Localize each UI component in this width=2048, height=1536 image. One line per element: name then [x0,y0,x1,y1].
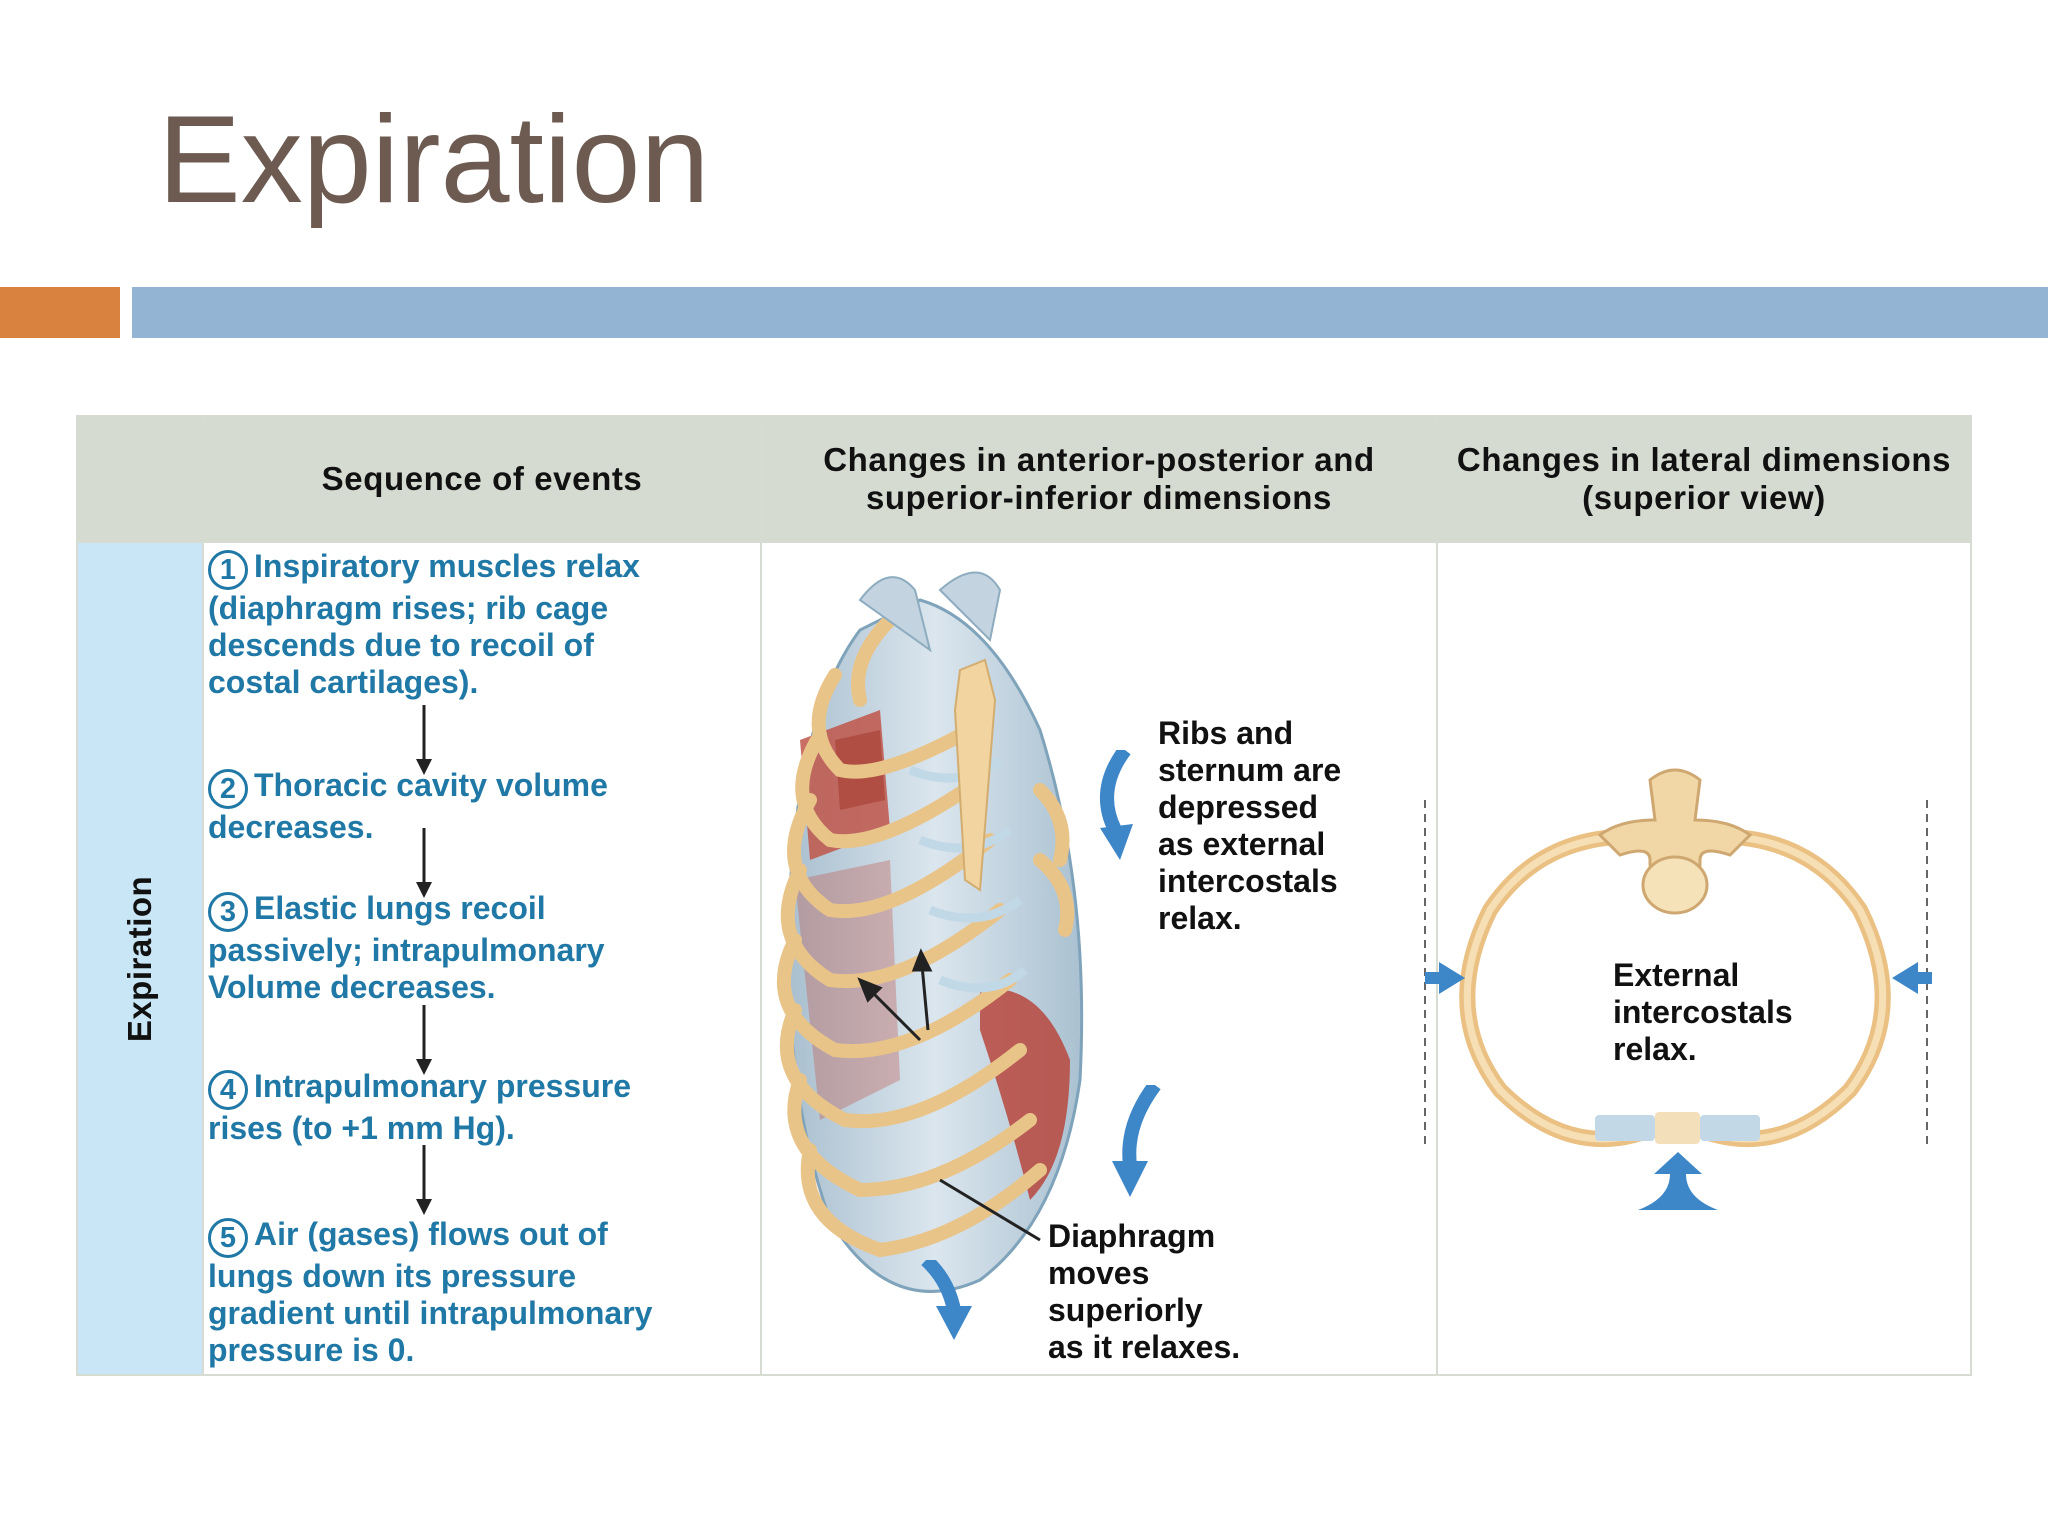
intercostals-label-line-1: External [1613,957,1740,993]
step-2-line-1: Thoracic cavity volume [254,767,608,803]
ribs-label-line-3: depressed [1158,789,1319,825]
down-arrow-icon [416,1145,432,1215]
header-sequence: Sequence of events [204,417,760,541]
step-3-line-3: Volume decreases. [208,969,496,1005]
step-number-4: 4 [208,1070,248,1110]
header-sequence-text: Sequence of events [321,460,643,498]
step-5-line-2: lungs down its pressure [208,1258,577,1294]
step-1-line-2: (diaphragm rises; rib cage [208,590,609,626]
step-number-5: 5 [208,1218,248,1258]
inward-arrow-icon [1425,962,1465,994]
step-1-line-3: descends due to recoil of [208,627,594,663]
intercostals-label-line-2: intercostals [1613,994,1793,1030]
down-arrow-icon [416,828,432,898]
ribs-label-line-2: sternum are [1158,752,1342,788]
diaphragm-label: Diaphragm moves superiorly as it relaxes… [1048,1218,1240,1366]
header-lateral: Changes in lateral dimensions (superior … [1438,417,1970,541]
header-ap-si: Changes in anterior-posterior and superi… [762,417,1436,541]
step-3-line-2: passively; intrapulmonary [208,932,605,968]
step-number-1: 1 [208,550,248,590]
diaphragm-label-line-2: moves [1048,1255,1150,1291]
header-lateral-line1: Changes in lateral dimensions [1456,441,1952,479]
down-arrow-icon [416,1005,432,1075]
header-lateral-line2: (superior view) [1582,479,1826,516]
down-arrow-icon [416,705,432,775]
accent-bar-orange [0,287,120,338]
slide-title: Expiration [158,91,710,229]
diaphragm-label-line-3: superiorly [1048,1292,1203,1328]
intercostals-label-line-3: relax. [1613,1031,1697,1067]
ribs-label: Ribs and sternum are depressed as extern… [1158,715,1341,937]
down-curve-arrow-icon [1112,1085,1161,1197]
step-2-line-2: decreases. [208,809,374,845]
step-1-line-4: costal cartilages). [208,664,479,700]
ribs-label-line-4: as external [1158,826,1326,862]
step-number-3: 3 [208,892,248,932]
step-5-line-4: pressure is 0. [208,1332,415,1368]
header-ap-si-line2: superior-inferior dimensions [865,479,1333,516]
diaphragm-label-line-1: Diaphragm [1048,1218,1216,1254]
sequence-cell [204,543,760,1374]
down-curve-arrow-icon [921,1260,972,1340]
ribs-label-line-1: Ribs and [1158,715,1294,751]
step-3-line-1: Elastic lungs recoil [254,890,546,926]
header-ap-si-line1: Changes in anterior-posterior and [823,441,1375,479]
down-curve-arrow-icon [1100,750,1133,860]
step-5-line-1: Air (gases) flows out of [254,1216,608,1252]
step-1-line-1: Inspiratory muscles relax [254,548,640,584]
step-4-line-1: Intrapulmonary pressure [254,1068,631,1104]
superior-view-illustration [1424,768,1928,1150]
header-corner-cell [78,417,202,541]
side-label: Expiration [121,875,158,1042]
inward-arrow-icon [1892,962,1932,994]
ribs-label-line-6: relax. [1158,900,1242,936]
ribs-label-line-5: intercostals [1158,863,1338,899]
step-4-line-2: rises (to +1 mm Hg). [208,1110,515,1146]
diaphragm-label-line-4: as it relaxes. [1048,1329,1241,1365]
step-number-2: 2 [208,769,248,809]
ribcage-illustration [776,571,1084,1293]
accent-bar-blue [132,287,2048,338]
step-5-line-3: gradient until intrapulmonary [208,1295,653,1331]
up-arrow-icon [1638,1152,1718,1210]
intercostals-label: External intercostals relax. [1613,957,1793,1068]
side-label-cell: Expiration [78,543,202,1374]
